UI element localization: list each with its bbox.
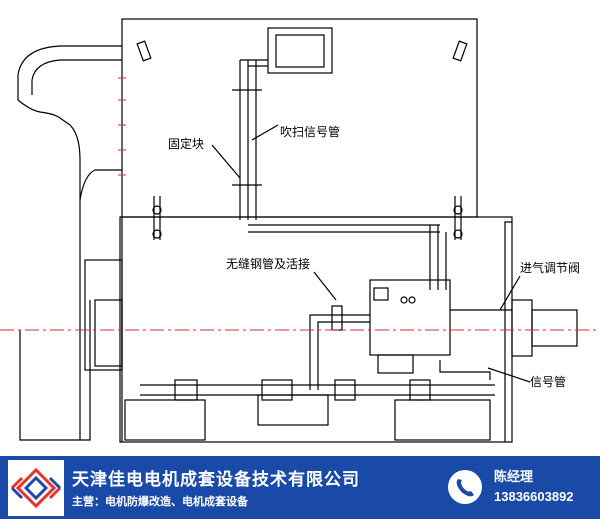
company-logo xyxy=(8,460,64,516)
top-junction-box xyxy=(267,27,333,74)
label-signal-pipe: 信号管 xyxy=(530,374,566,389)
label-seamless-pipe: 无缝钢管及活接 xyxy=(226,256,310,271)
right-foot xyxy=(394,399,491,441)
top-enclosure xyxy=(121,18,478,218)
business-line: 主营：电机防爆改造、电机成套设备 xyxy=(72,496,248,508)
label-signal-purge-pipe: 吹扫信号管 xyxy=(280,124,340,139)
control-box xyxy=(369,279,451,356)
contact-name: 陈经理 xyxy=(494,469,534,484)
company-banner: 天津佳电电机成套设备技术有限公司 主营：电机防爆改造、电机成套设备 陈经理 13… xyxy=(0,456,600,519)
left-fan-housing xyxy=(17,45,122,201)
left-foot xyxy=(124,399,206,441)
contact-phone[interactable]: 13836603892 xyxy=(494,489,574,504)
label-fixing-block: 固定块 xyxy=(168,136,204,151)
phone-icon xyxy=(448,470,482,504)
label-air-inlet-valve: 进气调节阀 xyxy=(520,260,580,275)
right-shaft xyxy=(511,299,533,357)
motor-assembly-diagram: 吹扫信号管 固定块 无缝钢管及活接 进气调节阀 信号管 xyxy=(0,18,600,443)
company-name: 天津佳电电机成套设备技术有限公司 xyxy=(72,470,360,489)
